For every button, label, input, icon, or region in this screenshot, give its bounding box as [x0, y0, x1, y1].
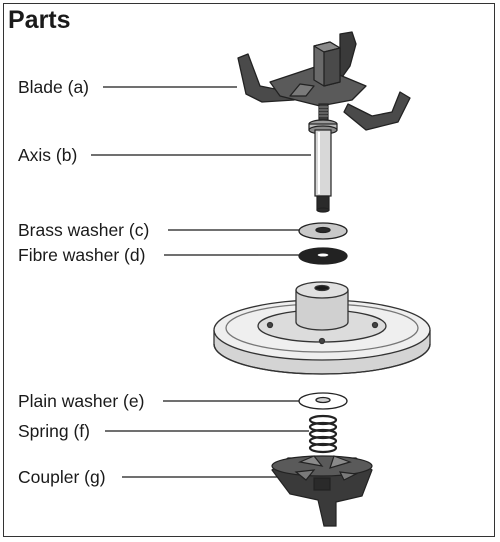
leader-lines — [91, 86, 311, 478]
label-axis: Axis (b) — [18, 145, 78, 165]
label-fibre-washer: Fibre washer (d) — [18, 245, 146, 265]
axis-illustration — [308, 103, 338, 213]
spring-illustration — [308, 414, 338, 454]
label-spring: Spring (f) — [18, 421, 90, 441]
pulley-illustration — [213, 281, 431, 375]
brass-washer-illustration — [298, 222, 348, 240]
label-coupler: Coupler (g) — [18, 467, 106, 487]
coupler-illustration — [271, 455, 373, 527]
plain-washer-illustration — [298, 392, 348, 410]
fibre-washer-illustration — [298, 247, 348, 265]
label-brass-washer: Brass washer (c) — [18, 220, 150, 240]
label-blade: Blade (a) — [18, 77, 90, 97]
diagram-title: Parts — [8, 6, 71, 34]
blade-illustration — [237, 31, 411, 131]
label-plain-washer: Plain washer (e) — [18, 391, 145, 411]
